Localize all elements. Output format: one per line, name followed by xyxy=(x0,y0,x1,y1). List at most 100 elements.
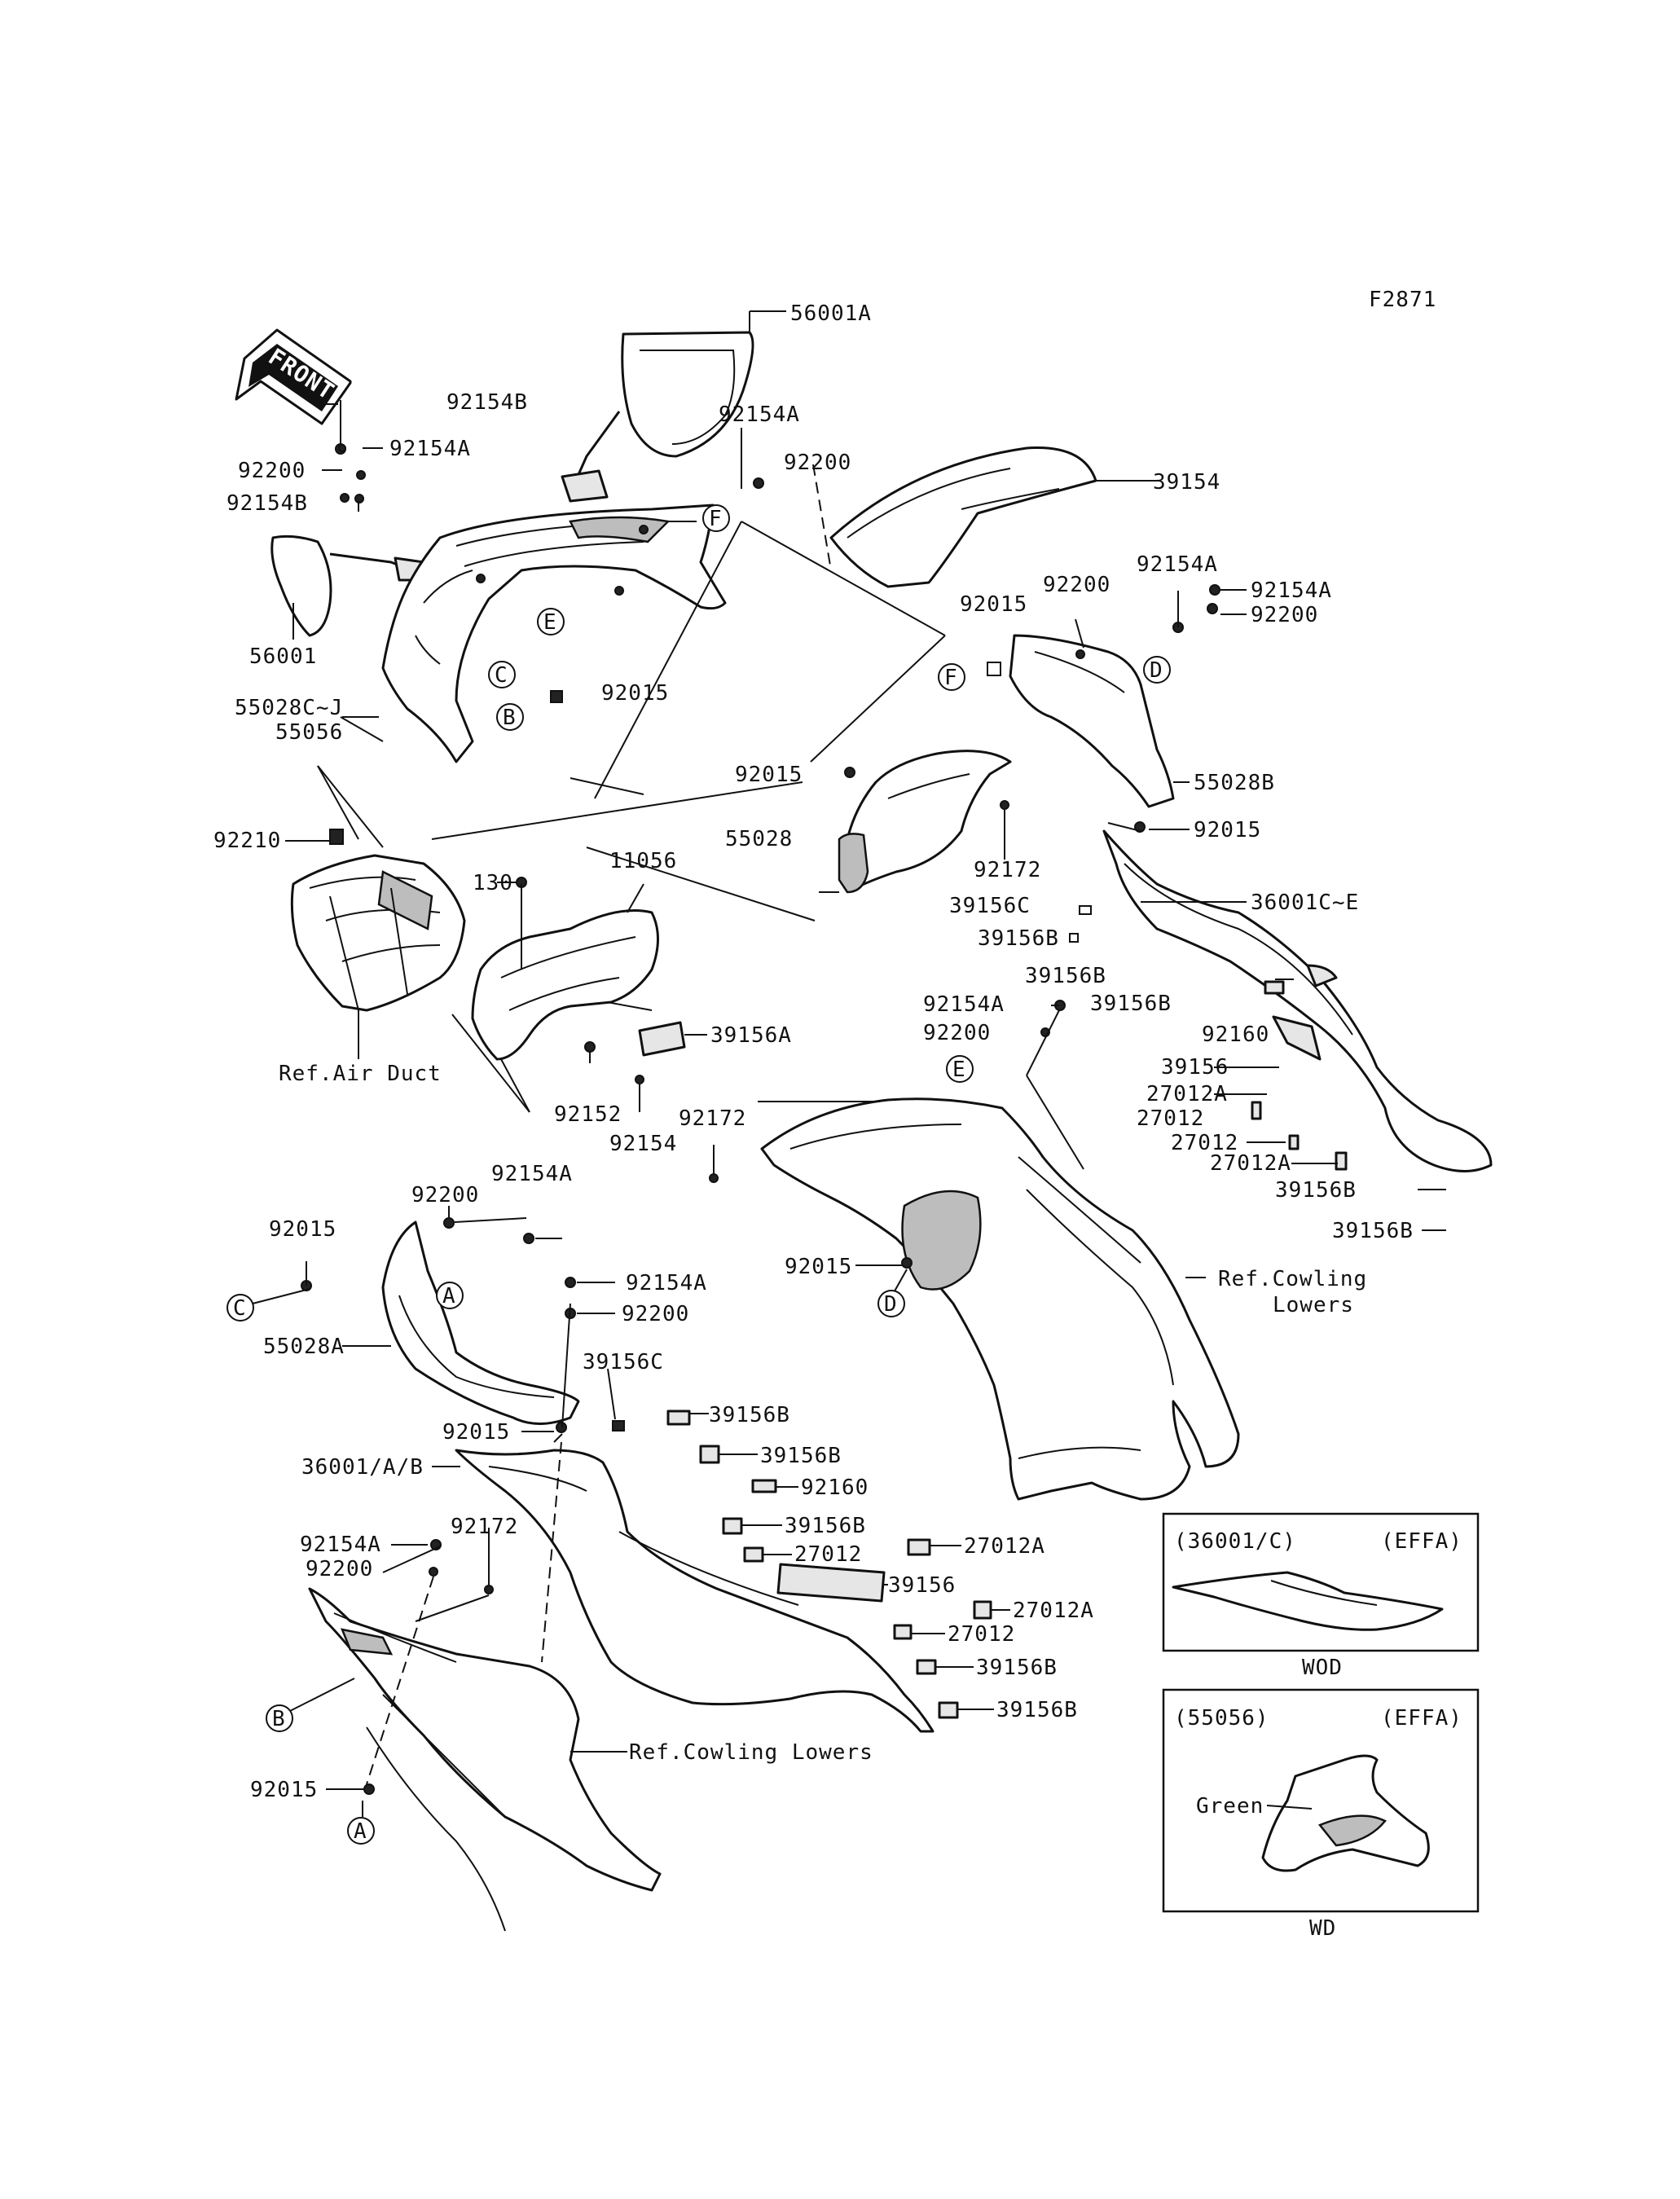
callout: 92154B xyxy=(226,491,308,516)
svg-text:E: E xyxy=(543,610,557,635)
inner-bracket-55028 xyxy=(838,750,1012,894)
callout: 92200 xyxy=(923,1021,991,1045)
svg-text:A: A xyxy=(442,1284,456,1308)
callout: Ref.Cowling xyxy=(1218,1267,1367,1291)
callout: 39156B xyxy=(1090,992,1172,1016)
callout: 11056 xyxy=(609,849,677,873)
svg-text:C: C xyxy=(495,663,508,688)
callout: 92200 xyxy=(1251,603,1318,627)
callout: 27012A xyxy=(1146,1082,1228,1106)
callout: 55028B xyxy=(1194,771,1275,795)
callout: 92200 xyxy=(622,1302,689,1326)
svg-text:A: A xyxy=(354,1819,367,1844)
callout: 92200 xyxy=(784,451,851,475)
ref-marker-F2: F xyxy=(938,663,965,691)
callout: 56001 xyxy=(249,644,317,669)
callout: 92015 xyxy=(785,1255,852,1279)
callout: Ref.Cowling Lowers xyxy=(629,1740,873,1765)
callout: 39156B xyxy=(976,1656,1058,1680)
ref-marker-E2: E xyxy=(946,1055,974,1083)
callout: 92154A xyxy=(300,1533,381,1557)
svg-text:D: D xyxy=(1150,658,1163,683)
callout: 92152 xyxy=(554,1102,622,1127)
callout: Lowers xyxy=(1273,1293,1354,1317)
callout: 92172 xyxy=(679,1106,746,1131)
figure-code: F2871 xyxy=(1369,288,1436,312)
callout: 39156A xyxy=(710,1023,792,1048)
inset-part-label: (36001/C) xyxy=(1174,1529,1296,1554)
callout: 92015 xyxy=(735,763,803,787)
mirror-right-56001A xyxy=(561,331,754,503)
front-arrow-icon: FRONT xyxy=(235,328,352,425)
callout: 39156C xyxy=(583,1350,664,1374)
callout: 36001C~E xyxy=(1251,891,1359,915)
inset-code-label: (EFFA) xyxy=(1381,1529,1462,1554)
callout: 92172 xyxy=(974,858,1041,882)
callout: 36001/A/B xyxy=(301,1455,424,1480)
svg-text:B: B xyxy=(503,706,517,730)
air-duct-assembly xyxy=(290,854,466,1012)
side-cover-36001AB xyxy=(455,1449,935,1733)
callout: 39156B xyxy=(709,1403,790,1427)
svg-text:F: F xyxy=(709,507,723,531)
callout: 92015 xyxy=(960,592,1027,617)
callout: 92160 xyxy=(1202,1023,1269,1047)
callout: 39156 xyxy=(888,1573,956,1598)
callout: 55028 xyxy=(725,827,793,851)
callout: 92154B xyxy=(446,390,528,415)
callout: 92154A xyxy=(719,402,800,427)
callout: 92200 xyxy=(306,1557,373,1581)
callout: 92015 xyxy=(269,1217,336,1242)
svg-text:B: B xyxy=(272,1707,286,1731)
callout: 56001A xyxy=(790,301,872,326)
upper-cowl-55028CJ xyxy=(381,504,727,763)
callout: 39156B xyxy=(1025,964,1106,988)
callout: 27012A xyxy=(1013,1599,1094,1623)
callout: 39156B xyxy=(1275,1178,1357,1203)
ref-marker-C1: C xyxy=(488,661,516,688)
callout: 92200 xyxy=(1043,573,1110,597)
callout: 92172 xyxy=(451,1515,518,1539)
callout: 27012A xyxy=(964,1534,1045,1559)
inner-panel-11056 xyxy=(471,909,659,1061)
ref-marker-A2: A xyxy=(347,1817,375,1845)
svg-text:D: D xyxy=(884,1292,898,1317)
windshield-39154 xyxy=(829,446,1097,588)
callout: 27012 xyxy=(948,1622,1015,1647)
callout: 39156 xyxy=(1161,1055,1229,1080)
callout: 92160 xyxy=(801,1476,869,1500)
callout: 27012 xyxy=(1171,1131,1238,1155)
svg-text:F: F xyxy=(944,666,958,690)
callout: 39156C xyxy=(949,894,1031,918)
ref-marker-A1: A xyxy=(436,1282,464,1309)
callout: 92015 xyxy=(250,1778,318,1802)
callout: Ref.Air Duct xyxy=(279,1062,442,1086)
callout: 55056 xyxy=(275,720,343,745)
inner-panel-55028B xyxy=(1009,634,1175,808)
callout: 92154A xyxy=(1251,578,1332,603)
callout: 39156B xyxy=(1332,1219,1414,1243)
ref-marker-B2: B xyxy=(266,1704,293,1732)
lower-fairing-bottom xyxy=(308,1587,662,1932)
callout: 92154A xyxy=(389,437,471,461)
inset-caption: WD xyxy=(1309,1916,1336,1941)
callout: 27012 xyxy=(1137,1106,1204,1131)
callout: 92210 xyxy=(213,829,281,853)
callout: 39156B xyxy=(996,1698,1078,1722)
callout: 92015 xyxy=(442,1420,510,1445)
callout: 39156B xyxy=(760,1444,842,1468)
callout: 27012A xyxy=(1210,1151,1291,1176)
callout: 92154A xyxy=(626,1271,707,1295)
callout: 27012 xyxy=(794,1542,862,1567)
inset-code-label: (EFFA) xyxy=(1381,1706,1462,1731)
svg-text:E: E xyxy=(952,1058,966,1082)
callout: 92154A xyxy=(1137,552,1218,577)
ref-marker-F1: F xyxy=(702,504,730,532)
inset-box-36001C: (36001/C) (EFFA) WOD xyxy=(1162,1512,1480,1680)
fasteners xyxy=(301,400,1348,1795)
callout: 92015 xyxy=(1194,818,1261,842)
callout: 55028A xyxy=(263,1335,345,1359)
callout: 39156B xyxy=(978,926,1059,951)
callout: 92015 xyxy=(601,681,669,706)
